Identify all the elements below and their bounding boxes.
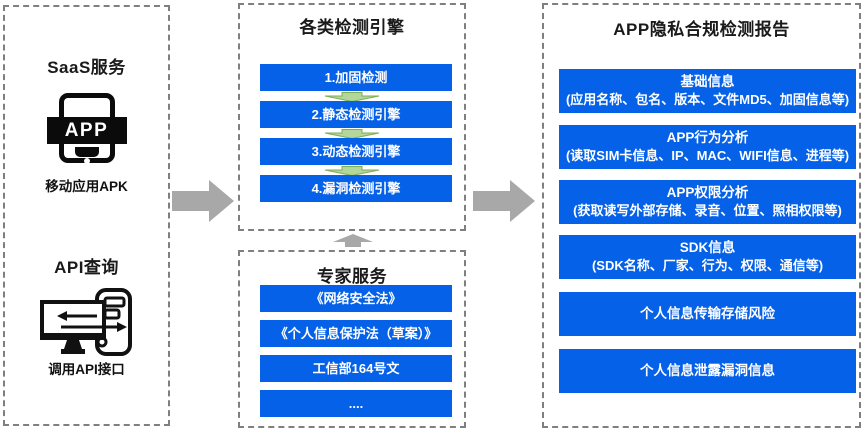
report-item-title: 个人信息传输存储风险 bbox=[640, 306, 775, 322]
engine-step: 4.漏洞检测引擎 bbox=[260, 175, 452, 202]
flow-up-arrow-icon bbox=[333, 234, 373, 247]
regulation-item: 工信部164号文 bbox=[260, 355, 452, 382]
report-item-title: SDK信息 bbox=[679, 239, 736, 255]
flow-right-arrow-icon bbox=[473, 180, 535, 222]
regulation-item: 《个人信息保护法（草案）》 bbox=[260, 320, 452, 347]
experts-panel-title: 专家服务 bbox=[317, 267, 387, 286]
engine-step: 1.加固检测 bbox=[260, 64, 452, 91]
step-down-arrow-icon bbox=[324, 129, 380, 139]
engines-panel-title: 各类检测引擎 bbox=[299, 18, 405, 37]
step-down-arrow-icon bbox=[324, 166, 380, 176]
step-down-arrow-icon bbox=[324, 92, 380, 102]
report-item-title: 基础信息 bbox=[680, 73, 735, 89]
engine-step: 2.静态检测引擎 bbox=[260, 101, 452, 128]
mobile-app-icon: APP bbox=[46, 93, 127, 167]
api-query-title: API查询 bbox=[54, 258, 119, 277]
api-caption: 调用API接口 bbox=[48, 362, 125, 377]
report-item: 个人信息泄露漏洞信息 bbox=[559, 349, 856, 393]
app-banner-label: APP bbox=[46, 117, 127, 144]
report-item: APP行为分析 (读取SIM卡信息、IP、MAC、WIFI信息、进程等) bbox=[559, 125, 856, 169]
flow-right-arrow-icon bbox=[172, 180, 234, 222]
phone-bezel bbox=[74, 147, 99, 157]
saas-service-title: SaaS服务 bbox=[47, 58, 126, 77]
detection-engines-panel: 各类检测引擎 1.加固检测 2.静态检测引擎 3.动态检测引擎 4.漏洞检测引擎 bbox=[238, 3, 466, 231]
report-item-title: 个人信息泄露漏洞信息 bbox=[640, 363, 775, 379]
phone-home-dot bbox=[83, 158, 90, 164]
compliance-report-panel: APP隐私合规检测报告 基础信息 (应用名称、包名、版本、文件MD5、加固信息等… bbox=[542, 3, 861, 428]
regulation-item: 《网络安全法》 bbox=[260, 285, 452, 312]
report-item-detail: (读取SIM卡信息、IP、MAC、WIFI信息、进程等) bbox=[565, 148, 850, 164]
report-item-detail: (获取读写外部存储、录音、位置、照相权限等) bbox=[573, 203, 842, 219]
engine-step: 3.动态检测引擎 bbox=[260, 138, 452, 165]
saas-caption: 移动应用APK bbox=[45, 179, 128, 194]
report-panel-title: APP隐私合规检测报告 bbox=[613, 20, 790, 39]
report-item-title: APP行为分析 bbox=[666, 129, 749, 145]
report-item: APP权限分析 (获取读写外部存储、录音、位置、照相权限等) bbox=[559, 180, 856, 224]
input-sources-panel: SaaS服务 APP 移动应用APK API查询 调用API接口 bbox=[3, 5, 170, 426]
report-item-detail: (SDK名称、厂家、行为、权限、通信等) bbox=[591, 258, 824, 274]
report-item: SDK信息 (SDK名称、厂家、行为、权限、通信等) bbox=[559, 235, 856, 279]
report-item: 个人信息传输存储风险 bbox=[559, 292, 856, 336]
report-item-detail: (应用名称、包名、版本、文件MD5、加固信息等) bbox=[565, 92, 850, 108]
report-item: 基础信息 (应用名称、包名、版本、文件MD5、加固信息等) bbox=[559, 69, 856, 113]
api-call-icon bbox=[39, 288, 132, 356]
regulation-item: .... bbox=[260, 390, 452, 417]
report-item-title: APP权限分析 bbox=[666, 184, 749, 200]
expert-service-panel: 专家服务 《网络安全法》 《个人信息保护法（草案）》 工信部164号文 .... bbox=[238, 250, 466, 428]
